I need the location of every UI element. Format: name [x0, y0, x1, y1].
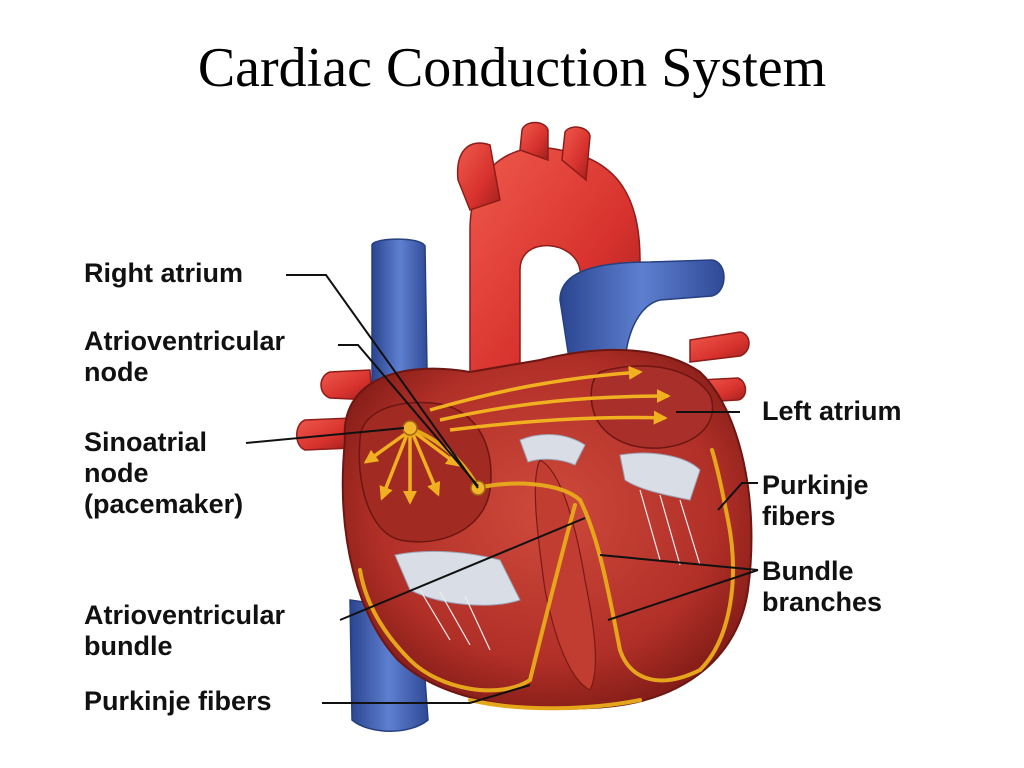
- label-sa-node-line2: node: [84, 458, 149, 488]
- aortic-valve: [519, 434, 586, 466]
- label-purkinje-fibers-right: Purkinje fibers: [762, 470, 869, 532]
- label-av-bundle-line1: Atrioventricular: [84, 600, 286, 630]
- interatrial-pathway-arrows: [429, 365, 671, 432]
- label-sa-node-line1: Sinoatrial: [84, 427, 208, 457]
- interventricular-septum: [534, 459, 597, 691]
- tricuspid-valve: [394, 550, 521, 606]
- label-purkinje-fibers-bottom: Purkinje fibers: [84, 686, 272, 716]
- subclavian-artery: [561, 126, 591, 182]
- mitral-valve: [619, 452, 701, 501]
- sa-node-arrows: [363, 430, 461, 505]
- label-bundle-branches-line1: Bundle: [762, 556, 854, 586]
- brachiocephalic-artery: [456, 142, 501, 211]
- page-title: Cardiac Conduction System: [197, 37, 827, 99]
- label-av-node-line2: node: [84, 357, 149, 387]
- label-av-node: Atrioventricular node: [84, 326, 285, 388]
- leader-lines: [245, 274, 759, 704]
- pulmonary-vein-upper: [689, 331, 750, 363]
- label-purkinje-right-line2: fibers: [762, 501, 836, 531]
- carotid-artery: [519, 121, 549, 162]
- label-bundle-branches: Bundle branches: [762, 556, 882, 618]
- label-sa-node-line3: (pacemaker): [84, 489, 244, 519]
- label-bundle-branches-line2: branches: [762, 587, 883, 617]
- label-sa-node: Sinoatrial node (pacemaker): [84, 427, 243, 520]
- pulmonary-trunk: [559, 259, 725, 366]
- conduction-pathway: [358, 426, 735, 711]
- label-left-atrium: Left atrium: [762, 396, 902, 426]
- sa-node-marker: [402, 420, 418, 436]
- label-purkinje-right-line1: Purkinje: [762, 470, 869, 500]
- label-right-atrium: Right atrium: [84, 258, 243, 288]
- label-av-node-line1: Atrioventricular: [84, 326, 286, 356]
- right-atrium-chamber: [358, 401, 492, 543]
- label-av-bundle: Atrioventricular bundle: [84, 600, 285, 662]
- chordae-tendineae: [419, 489, 701, 651]
- label-av-bundle-line2: bundle: [84, 631, 173, 661]
